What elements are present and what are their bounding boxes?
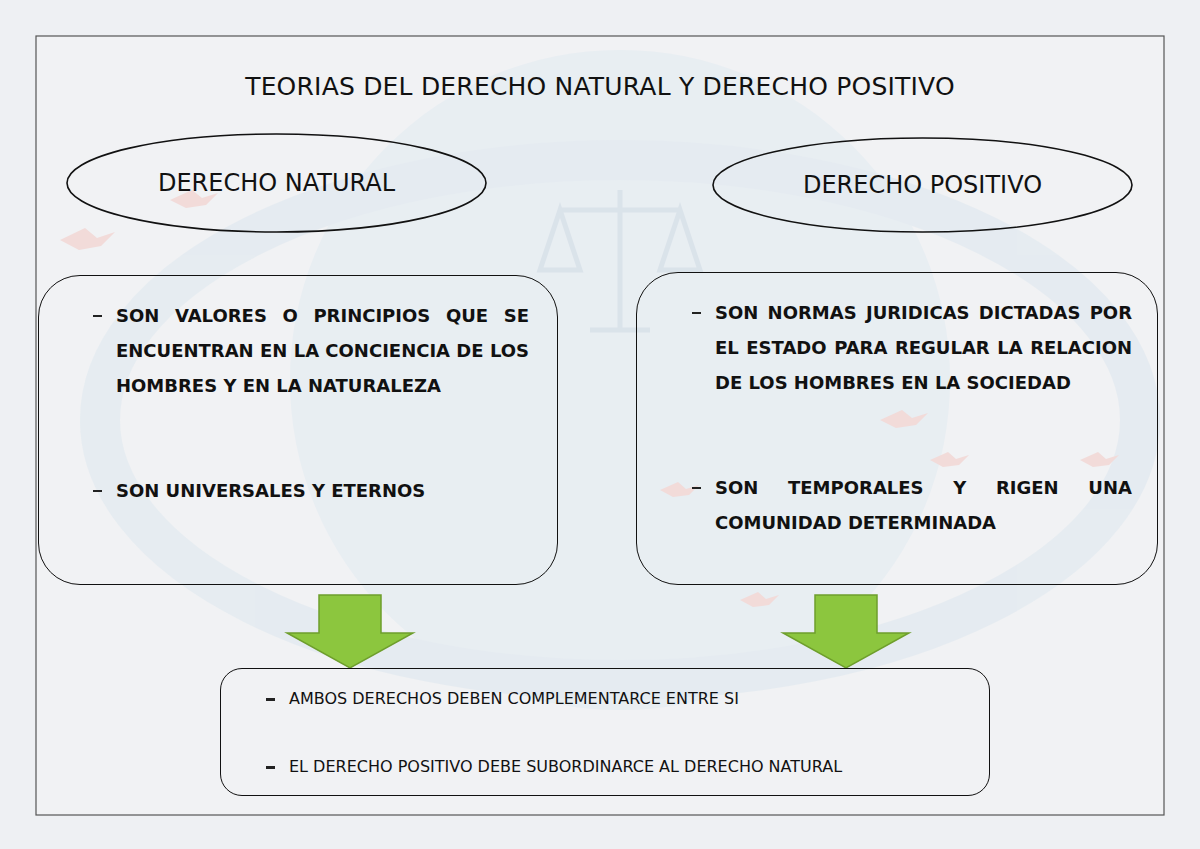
bullet-text: SON VALORES O PRINCIPIOS QUE SE ENCUENTR… [116,298,529,403]
block-arrow [783,595,909,668]
bullet-text: SON NORMAS JURIDICAS DICTADAS POR EL EST… [715,295,1132,400]
text-box: AMBOS DERECHOS DEBEN COMPLEMENTARCE ENTR… [220,668,990,796]
text-box: SON NORMAS JURIDICAS DICTADAS POR EL EST… [636,272,1158,585]
block-arrow [287,595,413,668]
bullet-dash [93,490,102,492]
heading-text: DERECHO POSITIVO [803,171,1042,200]
bullet-text: AMBOS DERECHOS DEBEN COMPLEMENTARCE ENTR… [289,687,975,711]
watermark-illustration [60,50,1140,710]
bullet-text: EL DERECHO POSITIVO DEBE SUBORDINARCE AL… [289,755,975,779]
bullet-dash [266,766,275,769]
diagram-title: TEORIAS DEL DERECHO NATURAL Y DERECHO PO… [0,72,1200,101]
bullet-text: SON UNIVERSALES Y ETERNOS [116,473,529,508]
heading-ellipse: DERECHO NATURAL [66,133,487,233]
bullet-dash [266,698,275,701]
heading-text: DERECHO NATURAL [158,169,395,198]
bullet-dash [692,312,701,314]
heading-ellipse: DERECHO POSITIVO [712,137,1133,233]
bullet-text: SON TEMPORALES Y RIGEN UNA COMUNIDAD DET… [715,470,1132,540]
bullet-dash [692,487,701,489]
page-frame [36,36,1164,815]
bullet-dash [93,315,102,317]
text-box: SON VALORES O PRINCIPIOS QUE SE ENCUENTR… [38,275,558,585]
